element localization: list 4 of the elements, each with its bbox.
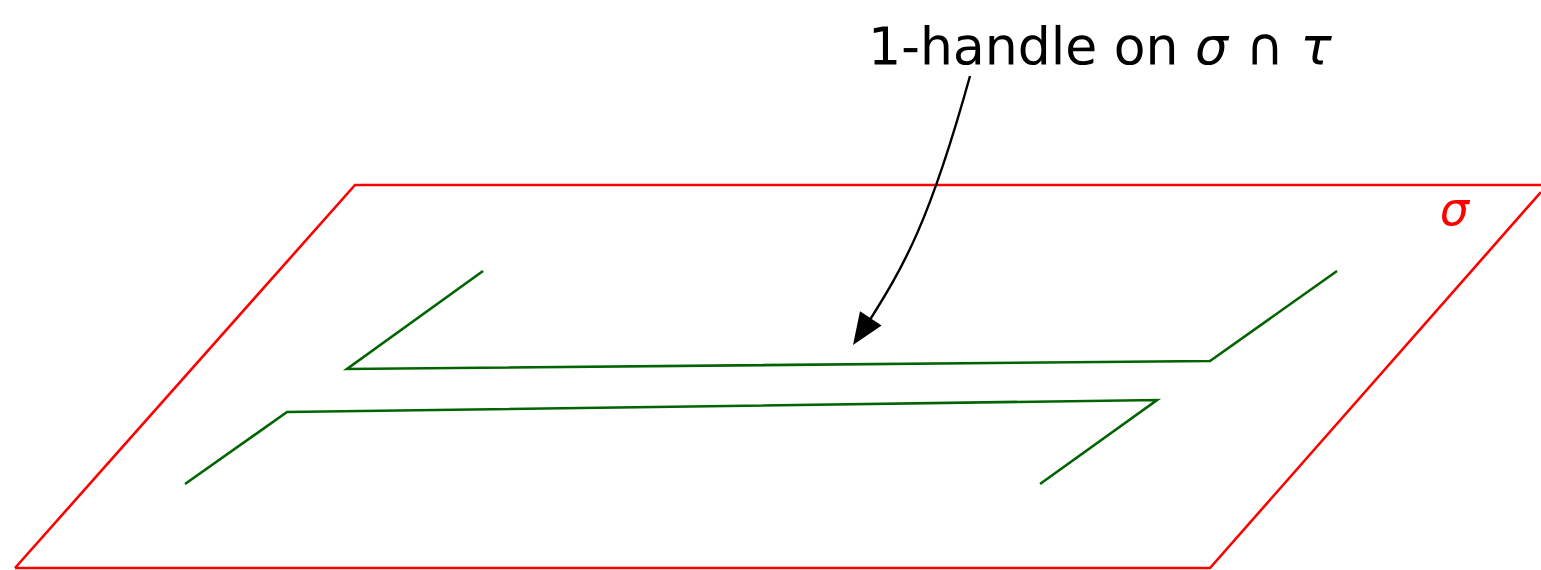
label-text: 1-handle on σ ∩ τ — [873, 24, 1332, 66]
plane: σ — [13, 183, 1541, 570]
handle-drawing — [184, 269, 1338, 486]
leader-arrow — [853, 75, 972, 345]
